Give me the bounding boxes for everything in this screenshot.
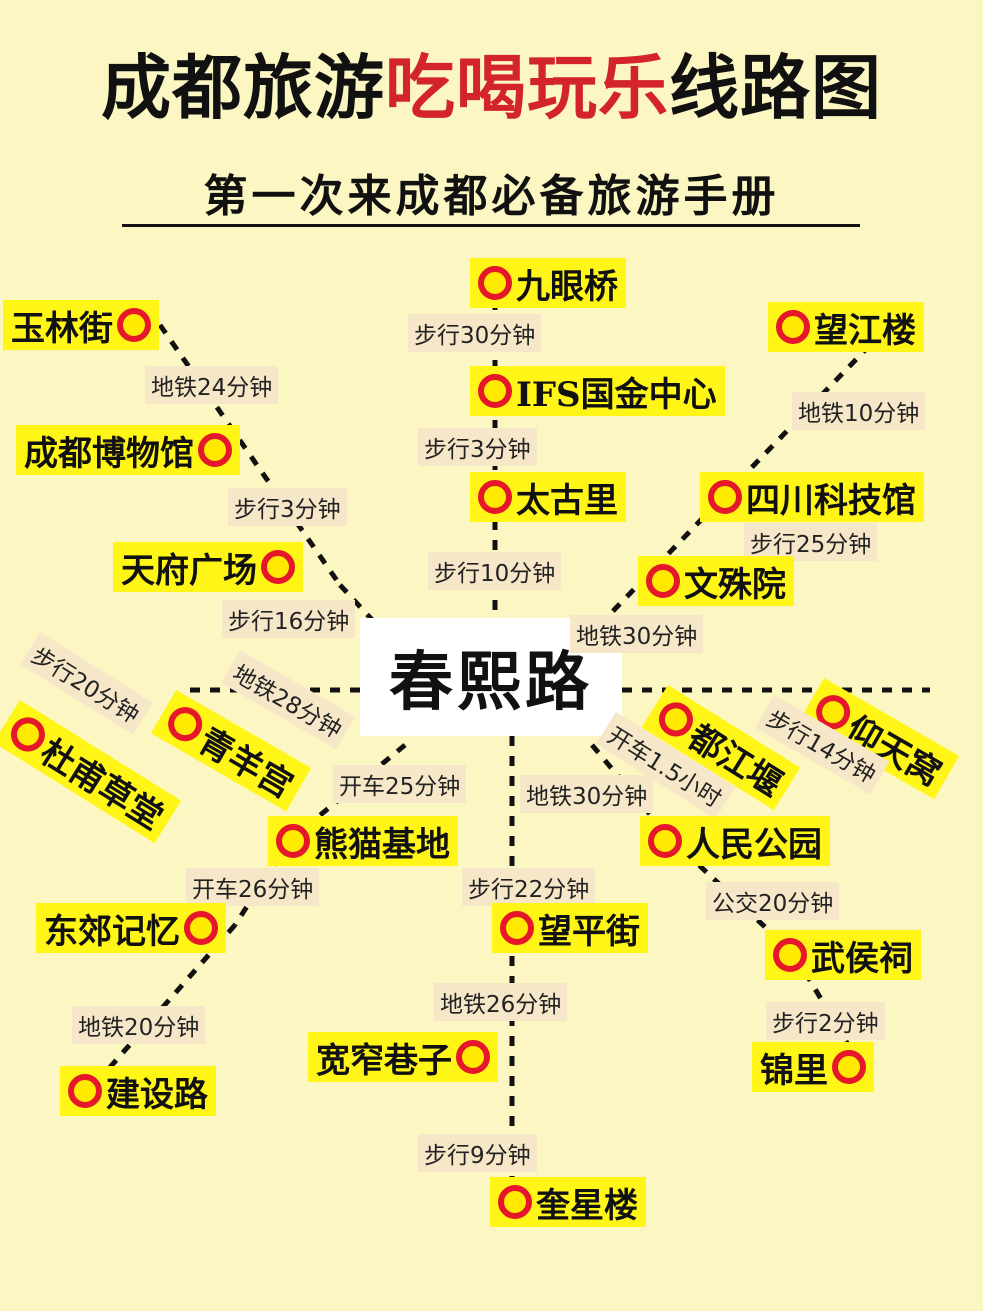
travel-wangjiang-science: 地铁10分钟: [792, 392, 926, 430]
station-yulinjie[interactable]: 玉林街: [3, 300, 159, 350]
travel-wuhou-jinli: 步行2分钟: [766, 1002, 885, 1040]
station-dot-icon: [184, 911, 218, 945]
station-dot-icon: [500, 911, 534, 945]
station-dot-icon: [68, 1074, 102, 1108]
travel-taiguli-hub: 步行10分钟: [428, 552, 562, 590]
travel-museum-tianfu: 步行3分钟: [228, 488, 347, 526]
station-dongjiao-jiyi[interactable]: 东郊记忆: [36, 903, 226, 953]
station-jianshelu[interactable]: 建设路: [60, 1066, 216, 1116]
station-kuixinglou[interactable]: 奎星楼: [490, 1177, 646, 1227]
station-dot-icon: [478, 374, 512, 408]
station-jiuyanqiao[interactable]: 九眼桥: [470, 258, 626, 308]
page-subtitle: 第一次来成都必备旅游手册: [203, 171, 780, 222]
station-dot-icon: [117, 308, 151, 342]
station-dot-icon: [478, 266, 512, 300]
station-wangpingjie[interactable]: 望平街: [492, 903, 648, 953]
travel-kuanzhai-kuixing: 步行9分钟: [418, 1134, 537, 1172]
station-wenshuyuan[interactable]: 文殊院: [638, 556, 794, 606]
station-dot-icon: [261, 550, 295, 584]
route-line: [157, 323, 343, 587]
travel-renmin-wuhou: 公交20分钟: [706, 882, 840, 920]
route-line: [232, 838, 293, 927]
travel-dongjiao-panda: 开车26分钟: [186, 868, 320, 906]
station-dot-icon: [708, 480, 742, 514]
route-line: [338, 583, 402, 652]
station-dot-icon: [776, 310, 810, 344]
travel-yulin-museum: 地铁24分钟: [145, 366, 279, 404]
station-dot-icon: [276, 824, 310, 858]
station-wangjianglou[interactable]: 望江楼: [768, 302, 924, 352]
station-renmin-park[interactable]: 人民公园: [640, 816, 830, 866]
station-tianfu-square[interactable]: 天府广场: [113, 542, 303, 592]
station-sichuan-science[interactable]: 四川科技馆: [700, 472, 924, 522]
station-dot-icon: [198, 433, 232, 467]
station-kuanzhai-xiangzi[interactable]: 宽窄巷子: [308, 1032, 498, 1082]
page-title: 成都旅游吃喝玩乐线路图: [101, 47, 882, 129]
station-dot-icon: [498, 1185, 532, 1219]
travel-wangping-hub: 步行22分钟: [462, 868, 596, 906]
travel-jiuyan-ifs: 步行30分钟: [408, 314, 542, 352]
travel-dongjiao-jianshe: 地铁20分钟: [72, 1006, 206, 1044]
travel-wenshu-hub: 地铁30分钟: [570, 615, 704, 653]
station-chengdu-museum[interactable]: 成都博物馆: [16, 425, 240, 475]
station-panda-base[interactable]: 熊猫基地: [268, 816, 458, 866]
travel-ifs-taiguli: 步行3分钟: [418, 428, 537, 466]
station-wuhouci[interactable]: 武侯祠: [765, 930, 921, 980]
station-dot-icon: [648, 824, 682, 858]
station-taiguli[interactable]: 太古里: [470, 472, 626, 522]
travel-science-wenshu: 步行25分钟: [744, 523, 878, 561]
station-dot-icon: [832, 1050, 866, 1084]
travel-renmin-hub: 地铁30分钟: [520, 775, 654, 813]
travel-panda-hub: 开车25分钟: [333, 765, 467, 803]
hub-chunxilu[interactable]: 春熙路: [360, 618, 622, 736]
station-dot-icon: [478, 480, 512, 514]
station-ifs[interactable]: IFS国金中心: [470, 366, 725, 416]
station-jinli[interactable]: 锦里: [752, 1042, 874, 1092]
subtitle-underline: [122, 224, 860, 227]
travel-wangping-kuanzhai: 地铁26分钟: [434, 983, 568, 1021]
travel-tianfu-hub: 步行16分钟: [222, 600, 356, 638]
station-dot-icon: [773, 938, 807, 972]
station-dot-icon: [646, 564, 680, 598]
station-dot-icon: [456, 1040, 490, 1074]
